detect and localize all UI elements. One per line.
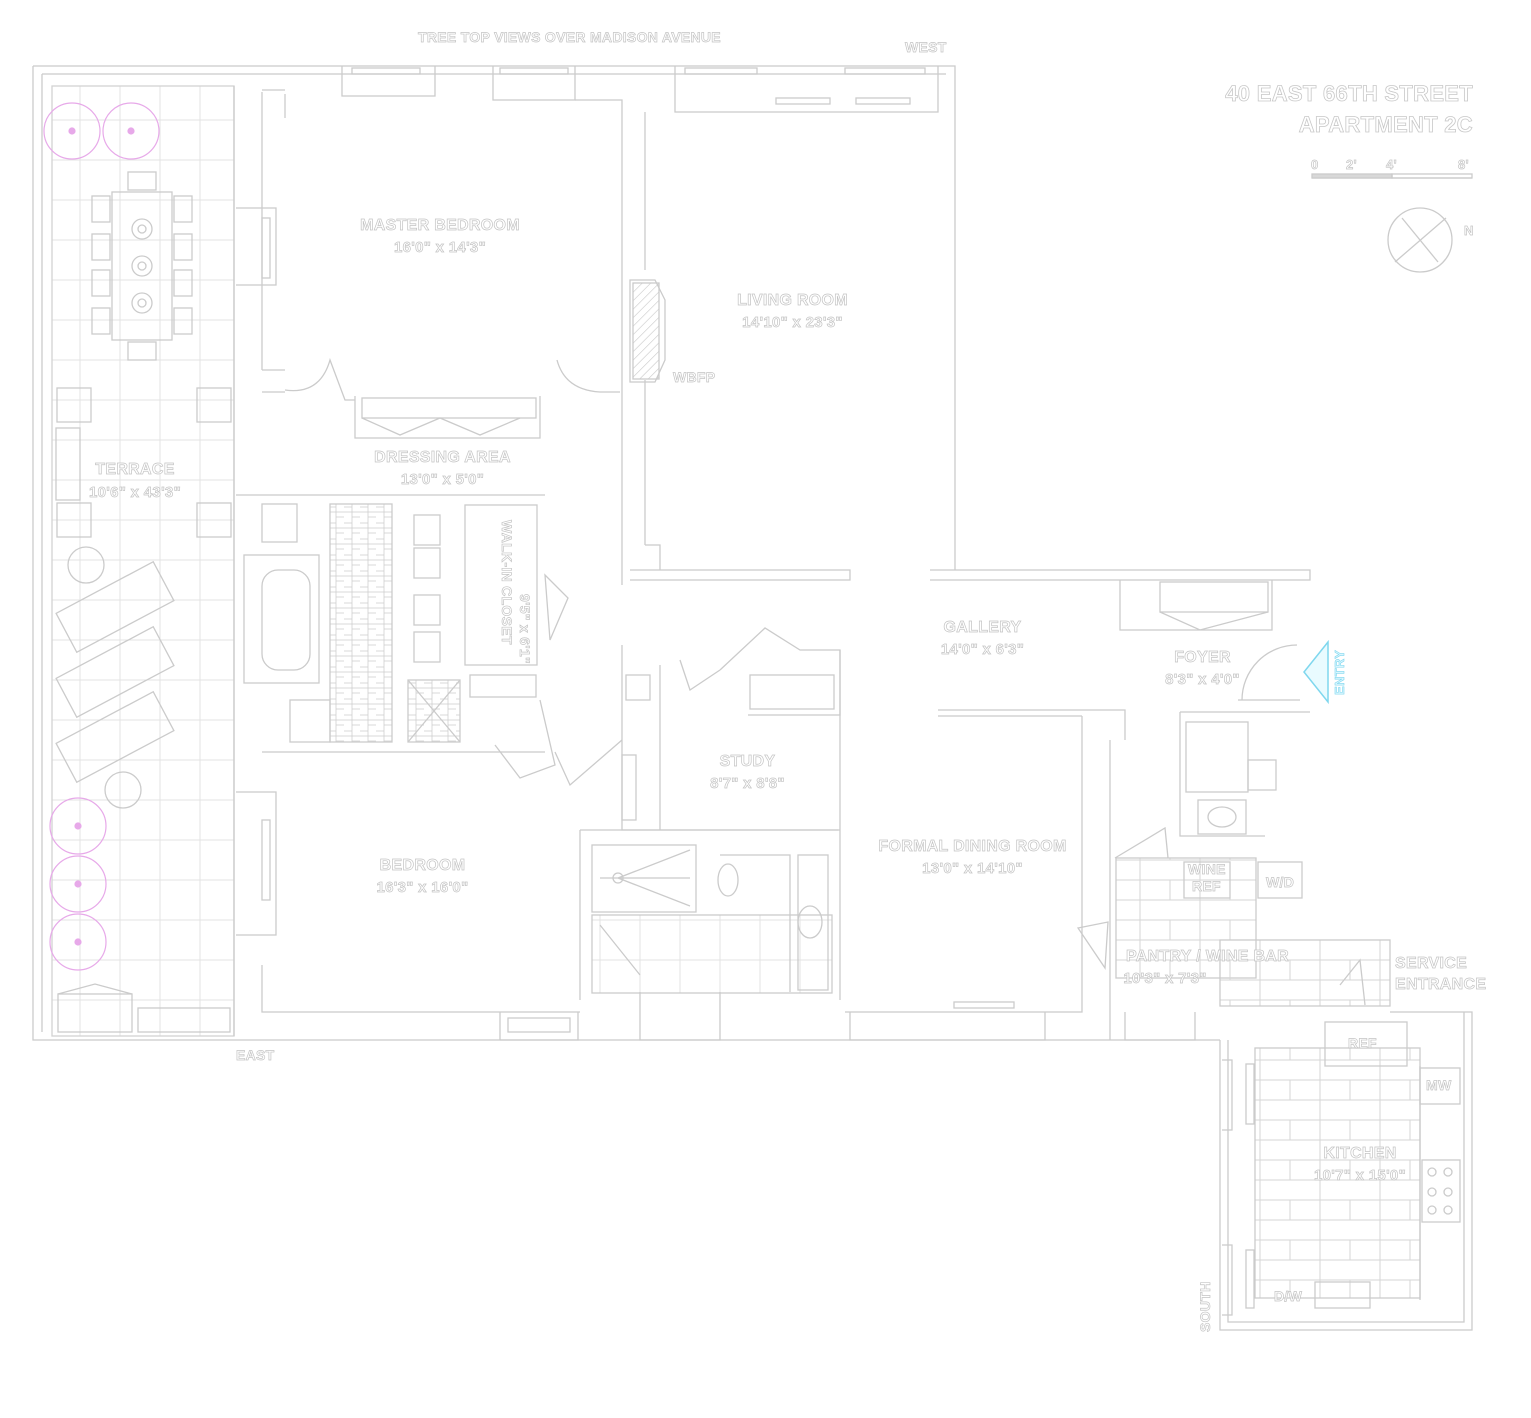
kitchen-walls bbox=[1222, 1021, 1461, 1316]
terrace-table bbox=[111, 191, 173, 341]
kitchen-dims: 10'7" x 15'0" bbox=[1314, 1167, 1406, 1184]
east-label: EAST bbox=[236, 1047, 275, 1063]
entry-arrow bbox=[1303, 639, 1329, 705]
scale-tick-0: 0 bbox=[1311, 157, 1319, 172]
bedroom-name: BEDROOM bbox=[379, 857, 466, 874]
wine-ref-line1: WINE bbox=[1188, 861, 1226, 877]
kitchen-name: KITCHEN bbox=[1323, 1145, 1397, 1162]
pantry-walls bbox=[1076, 826, 1391, 1041]
walk-in-closet-dims: 9'5" x 6'1" bbox=[517, 594, 534, 665]
gallery-dims: 14'0" x 6'3" bbox=[940, 641, 1025, 658]
scale-tick-2: 2' bbox=[1346, 157, 1357, 172]
study-name: STUDY bbox=[719, 753, 776, 770]
south-label: SOUTH bbox=[1197, 1281, 1214, 1332]
dining-walls bbox=[839, 650, 1126, 1041]
service-entrance-line2: ENTRANCE bbox=[1395, 976, 1487, 993]
entry-label: ENTRY bbox=[1332, 649, 1348, 696]
foyer-name: FOYER bbox=[1174, 649, 1231, 666]
study-walls bbox=[579, 627, 841, 1041]
terrace-shrubs bbox=[43, 102, 160, 971]
dining-room-dims: 13'0" x 14'10" bbox=[922, 860, 1023, 877]
west-label: WEST bbox=[905, 39, 947, 55]
dressing-area-dims: 13'0" x 5'0" bbox=[400, 471, 485, 488]
views-label: TREE TOP VIEWS OVER MADISON AVENUE bbox=[418, 29, 721, 45]
pantry-name: PANTRY / WINE BAR bbox=[1125, 948, 1290, 965]
foyer-walls bbox=[1119, 580, 1310, 837]
top-windows bbox=[351, 67, 926, 75]
address-line-2: APARTMENT 2C bbox=[1298, 112, 1473, 137]
gallery-name: GALLERY bbox=[943, 619, 1022, 636]
master-bath bbox=[236, 494, 623, 787]
study-dims: 8'7" x 8'8" bbox=[710, 775, 785, 792]
terrace-area bbox=[51, 85, 235, 1037]
wine-ref-line2: REF bbox=[1192, 878, 1221, 894]
foyer-dims: 8'3" x 4'0" bbox=[1165, 671, 1240, 688]
scale-tick-8: 8' bbox=[1458, 157, 1469, 172]
ref-label: REF bbox=[1348, 1035, 1377, 1051]
address-line-1: 40 EAST 66TH STREET bbox=[1225, 81, 1473, 106]
living-room-name: LIVING ROOM bbox=[737, 292, 848, 309]
compass bbox=[1387, 207, 1453, 273]
living-room-dims: 14'10" x 23'3" bbox=[742, 314, 843, 331]
service-entrance-line1: SERVICE bbox=[1395, 955, 1468, 972]
master-bedroom-dims: 16'0" x 14'3" bbox=[394, 239, 486, 256]
bedroom-walls bbox=[236, 751, 580, 1041]
terrace-dims: 10'6" x 43'3" bbox=[89, 484, 181, 501]
mw-label: MW bbox=[1426, 1077, 1452, 1093]
master-bedroom-name: MASTER BEDROOM bbox=[360, 217, 520, 234]
exterior-walls bbox=[32, 65, 1473, 1331]
scale-bar bbox=[1311, 173, 1473, 179]
north-symbol: N bbox=[1464, 223, 1474, 238]
bedroom-dims: 16'3" x 16'0" bbox=[376, 879, 469, 896]
dining-room-name: FORMAL DINING ROOM bbox=[878, 838, 1067, 855]
walk-in-closet-name: WALK-IN CLOSET bbox=[499, 520, 516, 645]
terrace-name: TERRACE bbox=[95, 461, 175, 478]
dressing-area-name: DRESSING AREA bbox=[374, 449, 511, 466]
wd-label: W/D bbox=[1266, 874, 1295, 890]
dw-label: D/W bbox=[1274, 1288, 1303, 1304]
scale-tick-4: 4' bbox=[1386, 157, 1397, 172]
wbfp-label: WBFP bbox=[673, 369, 716, 385]
master-bedroom-walls bbox=[236, 66, 623, 585]
pantry-dims: 10'3" x 7'3" bbox=[1123, 970, 1207, 987]
lounge-chairs bbox=[55, 560, 175, 784]
